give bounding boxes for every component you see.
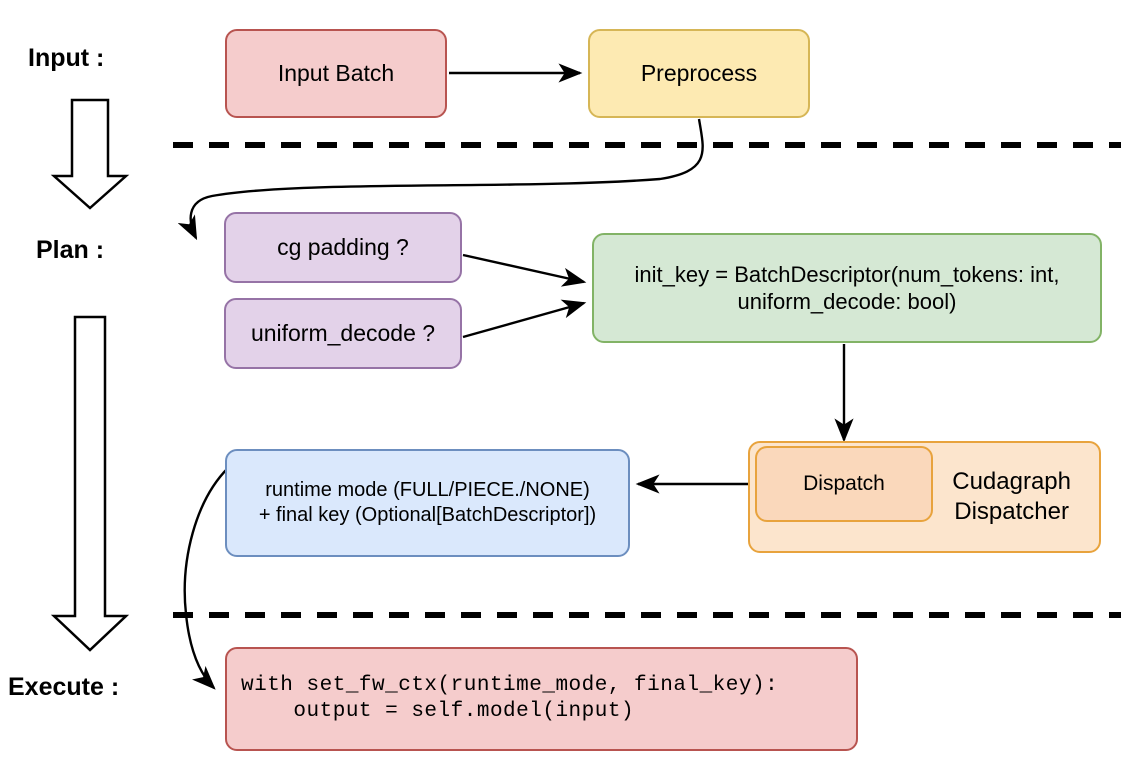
node-dispatch[interactable]: Dispatch bbox=[755, 446, 933, 522]
edge-cg-padding-to-init-key bbox=[462, 253, 587, 287]
node-uniform-decode[interactable]: uniform_decode ? bbox=[224, 298, 462, 369]
edge-uniform-decode-to-init-key bbox=[462, 299, 587, 339]
node-execute-code[interactable]: with set_fw_ctx(runtime_mode, final_key)… bbox=[225, 647, 858, 751]
edge-runtime-mode-to-execute bbox=[183, 467, 229, 690]
node-cg-padding[interactable]: cg padding ? bbox=[224, 212, 462, 283]
stage-arrow-plan-to-execute bbox=[50, 315, 130, 652]
stage-arrow-input-to-plan bbox=[50, 98, 130, 210]
node-preprocess[interactable]: Preprocess bbox=[588, 29, 810, 118]
stage-label-input: Input : bbox=[28, 44, 105, 72]
node-runtime-mode[interactable]: runtime mode (FULL/PIECE./NONE) + final … bbox=[225, 449, 630, 557]
node-input-batch[interactable]: Input Batch bbox=[225, 29, 447, 118]
stage-label-plan: Plan : bbox=[36, 236, 105, 264]
node-init-key[interactable]: init_key = BatchDescriptor(num_tokens: i… bbox=[592, 233, 1102, 343]
stage-label-execute: Execute : bbox=[8, 673, 120, 701]
